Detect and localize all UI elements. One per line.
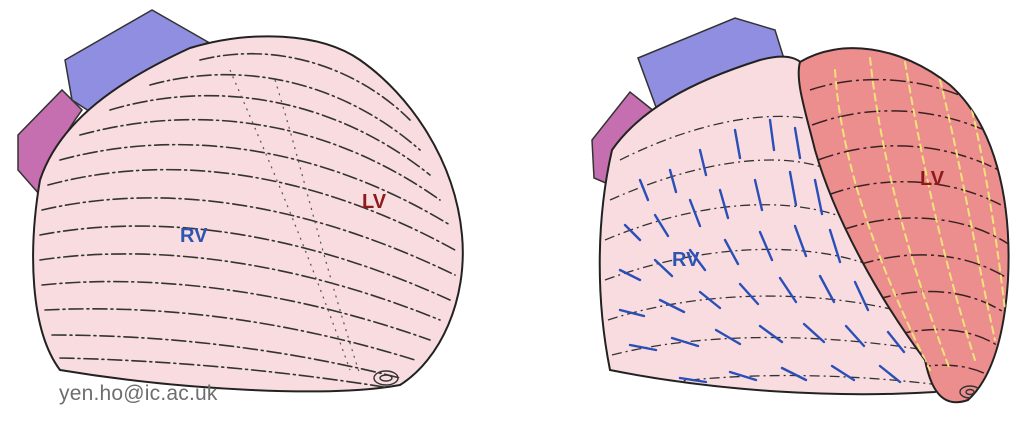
left-rv-label: RV [180, 225, 208, 247]
left-heart: RV LV [18, 10, 463, 391]
right-rv-label: RV [672, 249, 700, 271]
left-lv-label: LV [362, 191, 387, 213]
right-lv-label: LV [920, 168, 945, 190]
right-heart: RV LV [592, 18, 1010, 402]
author-email-credit: yen.ho@ic.ac.uk [59, 382, 218, 406]
